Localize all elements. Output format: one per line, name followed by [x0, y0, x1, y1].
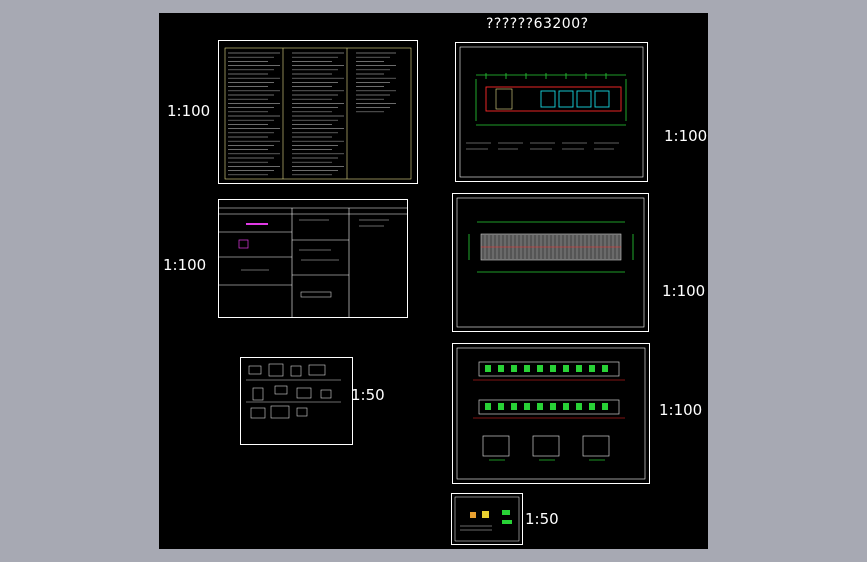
- details-content: [246, 363, 341, 419]
- sheet-floor-plan[interactable]: [455, 42, 648, 182]
- sheet-door-window-table[interactable]: [218, 199, 408, 318]
- elevations-content: [456, 347, 646, 480]
- detail-bottom-content: [454, 496, 520, 542]
- scale-label-roof-plan: 1:100: [662, 282, 706, 300]
- scale-label-floor-plan: 1:100: [664, 127, 708, 145]
- sheet-roof-plan[interactable]: [452, 193, 649, 332]
- sheet-details-small[interactable]: [240, 357, 353, 445]
- sheet-design-notes[interactable]: [218, 40, 418, 184]
- scale-label-design-notes: 1:100: [167, 102, 211, 120]
- roof-plan-content: [456, 197, 645, 328]
- scale-label-detail-bottom: 1:50: [525, 510, 559, 528]
- sheet-detail-bottom[interactable]: [451, 493, 523, 545]
- floor-plan-content: [459, 46, 644, 178]
- drawing-title: ??????63200?: [486, 16, 589, 32]
- scale-label-door-window-table: 1:100: [163, 256, 207, 274]
- table-content: [219, 207, 407, 317]
- scale-label-details-small: 1:50: [351, 386, 385, 404]
- design-notes-content: [224, 47, 412, 180]
- scale-label-elevations: 1:100: [659, 401, 703, 419]
- sheet-elevations[interactable]: [452, 343, 650, 484]
